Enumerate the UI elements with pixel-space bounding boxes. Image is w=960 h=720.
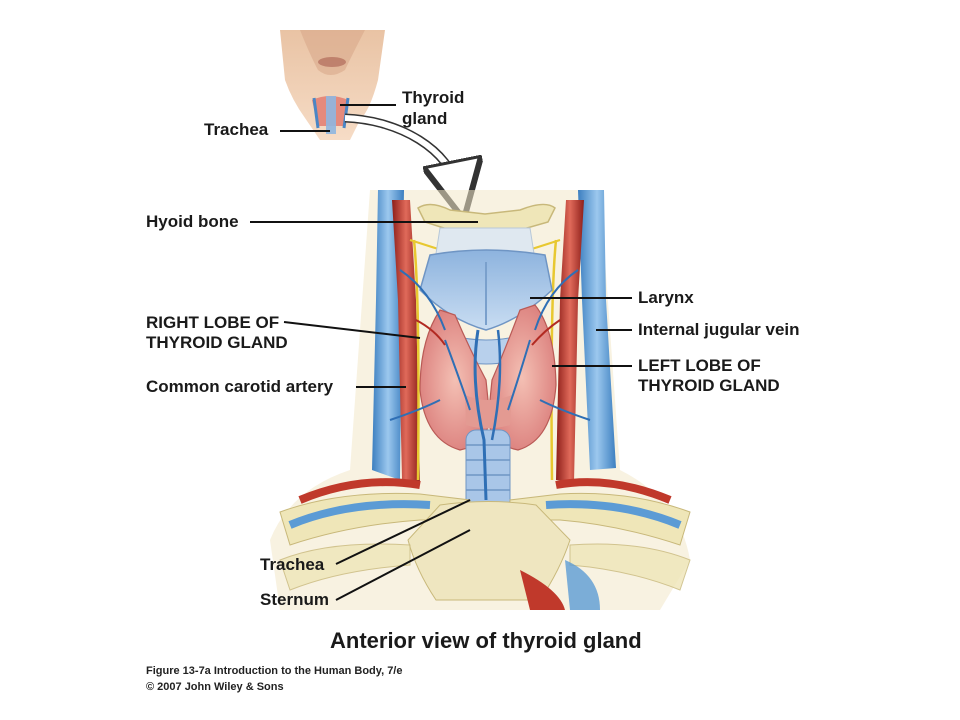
label-right-lobe: RIGHT LOBE OF THYROID GLAND [146, 313, 288, 352]
label-common-carotid-artery: Common carotid artery [146, 377, 334, 396]
leader-lines [250, 104, 632, 601]
label-trachea-bottom: Trachea [260, 555, 325, 574]
label-sternum: Sternum [260, 590, 329, 609]
label-internal-jugular-vein: Internal jugular vein [638, 320, 800, 339]
figure-caption: Anterior view of thyroid gland [330, 628, 642, 653]
label-trachea-top: Trachea [204, 120, 269, 139]
label-thyroid-gland: Thyroid gland [402, 88, 465, 128]
label-left-lobe: LEFT LOBE OF THYROID GLAND [638, 356, 780, 395]
label-larynx: Larynx [638, 288, 694, 307]
label-hyoid-bone: Hyoid bone [146, 212, 239, 231]
copyright-credit: © 2007 John Wiley & Sons [146, 681, 284, 693]
neck-thumbnail [280, 30, 385, 140]
trachea-shape [465, 429, 511, 511]
hyoid-bone-shape [417, 203, 556, 231]
neck-dissection [270, 190, 691, 610]
figure-credit: Figure 13-7a Introduction to the Human B… [146, 665, 403, 677]
